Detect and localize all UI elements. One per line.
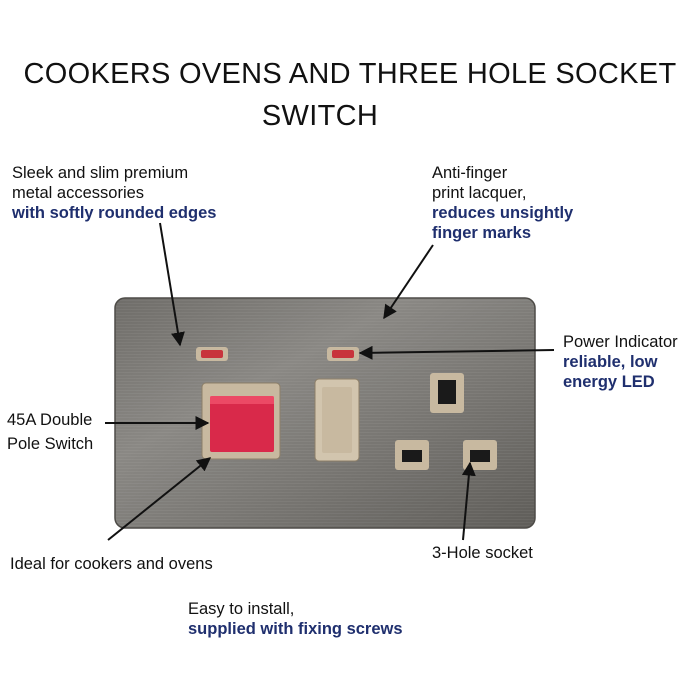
callout-ideal-line1: Ideal for cookers and ovens (10, 555, 213, 573)
callout-sleek-bold: with softly rounded edges (12, 204, 217, 222)
callout-ideal: Ideal for cookers and ovens (10, 554, 213, 574)
arrow-anti-finger (383, 244, 434, 320)
page-title-line2: SWITCH (261, 100, 379, 132)
callout-sleek-line1: Sleek and slim premium (12, 164, 189, 182)
power-indicator-led-left (196, 347, 228, 361)
callout-sleek: Sleek and slim premium metal accessories… (12, 163, 216, 223)
callout-sleek-line2: metal accessories (12, 184, 145, 202)
callout-power-indicator: Power Indicator reliable, low energy LED (563, 332, 678, 392)
callout-power-bold1: reliable, low (563, 353, 658, 371)
callout-anti-finger-bold2: finger marks (432, 224, 532, 242)
callout-anti-finger-bold1: reduces unsightly (432, 204, 574, 222)
callout-switch-line1: 45A Double (7, 411, 93, 429)
socket-rocker-switch[interactable] (314, 378, 360, 462)
power-indicator-led-right (327, 347, 359, 361)
callout-anti-finger: Anti-finger print lacquer, reduces unsig… (432, 163, 573, 243)
arrow-socket (461, 461, 476, 541)
callout-switch: 45A Double Pole Switch (7, 408, 93, 456)
arrow-power-indicator (358, 345, 555, 360)
callout-anti-finger-line1: Anti-finger (432, 164, 508, 182)
callout-power-line1: Power Indicator (563, 333, 678, 351)
page-title-line1: COOKERS OVENS AND THREE HOLE SOCKET (23, 58, 677, 90)
callout-install: Easy to install, supplied with fixing sc… (188, 599, 403, 639)
callout-install-bold: supplied with fixing screws (188, 620, 403, 638)
double-pole-switch[interactable] (201, 382, 281, 460)
callout-socket-line1: 3-Hole socket (432, 544, 533, 562)
callout-socket: 3-Hole socket (432, 543, 533, 563)
callout-power-bold2: energy LED (563, 373, 655, 391)
arrow-ideal (107, 457, 212, 541)
arrow-sleek (159, 222, 185, 347)
callout-switch-line2: Pole Switch (7, 435, 94, 453)
callout-anti-finger-line2: print lacquer, (432, 184, 527, 202)
callout-arrows (105, 222, 555, 541)
callout-install-line1: Easy to install, (188, 600, 295, 618)
